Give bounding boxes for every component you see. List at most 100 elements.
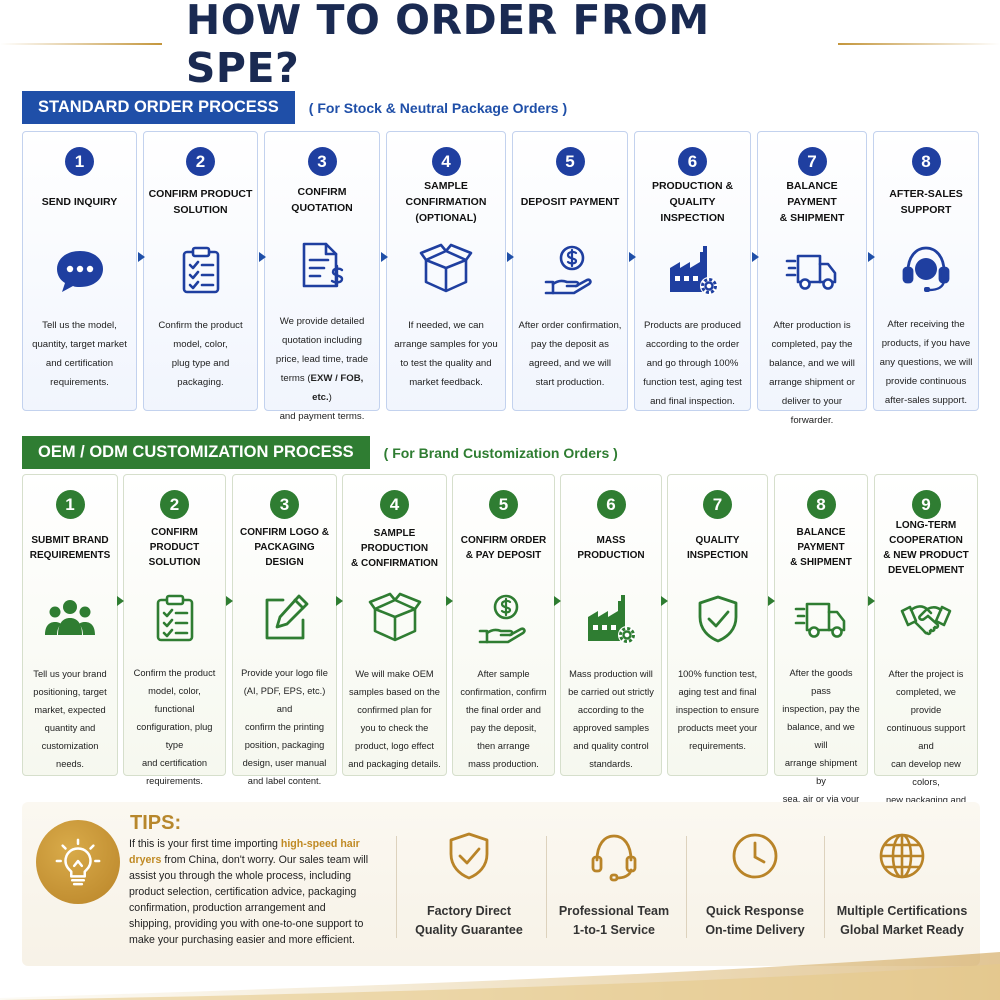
step-number: 1: [65, 147, 94, 176]
step-number: 8: [806, 490, 836, 519]
standard-step-card: 8 AFTER-SALES SUPPORT After receiving th…: [873, 131, 979, 411]
step-arrow: [629, 252, 636, 262]
people-group-icon: [42, 591, 98, 647]
step-title: PRODUCTION & QUALITY INSPECTION: [651, 180, 734, 224]
tips-panel: TIPS: If this is your first time importi…: [22, 802, 980, 966]
step-description-text: ) and payment terms.: [279, 392, 365, 422]
step-title: AFTER-SALES SUPPORT: [889, 187, 963, 216]
step-arrow: [554, 596, 561, 606]
step-description: After sample confirmation, confirm the f…: [460, 669, 547, 769]
step-description: Products are produced according to the o…: [643, 320, 742, 407]
page-title: HOW TO ORDER FROM SPE?: [185, 0, 710, 92]
headset-support-icon: [898, 241, 954, 297]
tips-highlight: high-speed hair dryers: [129, 838, 360, 866]
step-title: MASS PRODUCTION: [577, 535, 645, 561]
oem-step-card: 5 CONFIRM ORDER & PAY DEPOSIT After samp…: [452, 474, 555, 776]
feature-line: On-time Delivery: [705, 923, 805, 937]
feature-line: Professional Team: [558, 904, 670, 918]
step-number: 3: [307, 147, 337, 176]
step-description: Confirm the product model, color, functi…: [133, 668, 216, 786]
step-arrow: [868, 252, 875, 262]
chat-bubble-icon: [52, 242, 108, 298]
step-title: CONFIRM LOGO & PACKAGING DESIGN: [240, 527, 329, 568]
step-number: 3: [270, 490, 299, 519]
step-description: Tell us the model, quantity, target mark…: [32, 320, 127, 388]
step-number: 8: [911, 147, 941, 176]
standard-section-subtitle: ( For Stock & Neutral Package Orders ): [308, 99, 568, 116]
standard-step-card: 2 CONFIRM PRODUCT SOLUTION Confirm the p…: [143, 131, 258, 411]
feature-line: Global Market Ready: [840, 923, 964, 937]
step-title: SAMPLE PRODUCTION & CONFIRMATION: [350, 527, 439, 569]
step-description: Tell us your brand positioning, target m…: [33, 669, 107, 769]
divider: [546, 836, 547, 938]
step-number: 4: [380, 490, 409, 519]
step-arrow: [259, 252, 266, 262]
step-title: CONFIRM PRODUCT SOLUTION: [148, 188, 253, 216]
step-arrow: [768, 596, 775, 606]
tips-text: If this is your first time importing hig…: [129, 836, 369, 948]
feature-line: Multiple Certifications: [836, 904, 968, 918]
clipboard-checklist-icon: [173, 242, 229, 298]
oem-step-card: 7 QUALITY INSPECTION 100% function test,…: [667, 474, 768, 776]
tips-title: TIPS:: [130, 812, 182, 834]
delivery-truck-icon: [784, 242, 840, 298]
step-arrow: [138, 252, 145, 262]
oem-section-subtitle: ( For Brand Customization Orders ): [383, 444, 618, 461]
feature-line: Quality Guarantee: [415, 923, 523, 937]
tips-text-part: If this is your first time importing: [129, 838, 281, 850]
step-number: 4: [431, 147, 461, 176]
step-arrow: [446, 596, 453, 606]
oem-step-card: 1 SUBMIT BRAND REQUIREMENTS Tell us your…: [22, 474, 118, 776]
step-number: 2: [160, 490, 189, 519]
step-description: We will make OEM samples based on the co…: [348, 669, 441, 769]
step-arrow: [868, 596, 875, 606]
step-number: 7: [703, 490, 732, 519]
package-box-icon: [367, 591, 423, 647]
handshake-icon: [898, 591, 954, 647]
step-title: SAMPLE CONFIRMATION (OPTIONAL): [405, 180, 487, 224]
step-title: BALANCE PAYMENT & SHIPMENT: [779, 180, 845, 224]
step-description: Confirm the product model, color, plug t…: [158, 320, 243, 388]
standard-step-card: 3 CONFIRM QUOTATION We provide detailed …: [264, 131, 380, 422]
step-description: We provide detailed quotation including …: [265, 312, 379, 426]
shield-check-icon: [690, 591, 746, 647]
clock-icon: [732, 833, 778, 879]
oem-section-label: OEM / ODM CUSTOMIZATION PROCESS: [22, 436, 370, 469]
step-arrow: [226, 596, 233, 606]
step-arrow: [117, 596, 124, 606]
headset-icon: [591, 834, 637, 882]
feature-line: Factory Direct: [426, 904, 512, 918]
hand-coin-icon: [542, 242, 598, 298]
step-number: 1: [55, 490, 85, 519]
step-arrow: [507, 252, 514, 262]
step-description: If needed, we can arrange samples for yo…: [394, 320, 498, 388]
title-left-divider: [0, 43, 162, 45]
step-description: 100% function test, aging test and final…: [675, 669, 760, 751]
step-title: CONFIRM QUOTATION: [291, 186, 353, 214]
step-number: 5: [555, 147, 585, 176]
step-description: After order confirmation, pay the deposi…: [518, 320, 622, 388]
edit-pencil-icon: [257, 590, 313, 646]
title-right-divider: [838, 43, 1000, 45]
feature-quick-response: Quick Response On-time Delivery: [690, 830, 820, 940]
delivery-truck-icon: [793, 590, 849, 646]
step-title: BALANCE PAYMENT & SHIPMENT: [790, 527, 852, 568]
shield-check-icon: [449, 832, 489, 880]
package-box-icon: [418, 242, 474, 298]
oem-section-header: OEM / ODM CUSTOMIZATION PROCESS ( For Br…: [22, 436, 618, 469]
step-description: Provide your logo file (AI, PDF, EPS, et…: [241, 668, 328, 786]
feature-line: Quick Response: [706, 904, 804, 918]
step-title: QUALITY INSPECTION: [686, 535, 749, 561]
standard-section-header: STANDARD ORDER PROCESS ( For Stock & Neu…: [22, 91, 567, 124]
step-arrow: [752, 252, 759, 262]
step-description-text: We provide detailed quotation including …: [275, 316, 369, 384]
oem-step-card: 2 CONFIRM PRODUCT SOLUTION Confirm the p…: [123, 474, 226, 786]
step-number: 6: [596, 490, 626, 519]
tips-text-part: from China, don't worry. Our sales team …: [129, 854, 369, 946]
feature-multiple-certifications: Multiple Certifications Global Market Re…: [830, 830, 974, 940]
step-description: After receiving the products, if you hav…: [879, 319, 973, 406]
standard-step-card: 6 PRODUCTION & QUALITY INSPECTION Produc…: [634, 131, 751, 411]
trade-terms-bold: EXW / FOB, etc.: [310, 373, 364, 403]
step-title: DEPOSIT PAYMENT: [520, 196, 620, 208]
oem-step-card: 6 MASS PRODUCTION Mass production will b…: [560, 474, 662, 776]
